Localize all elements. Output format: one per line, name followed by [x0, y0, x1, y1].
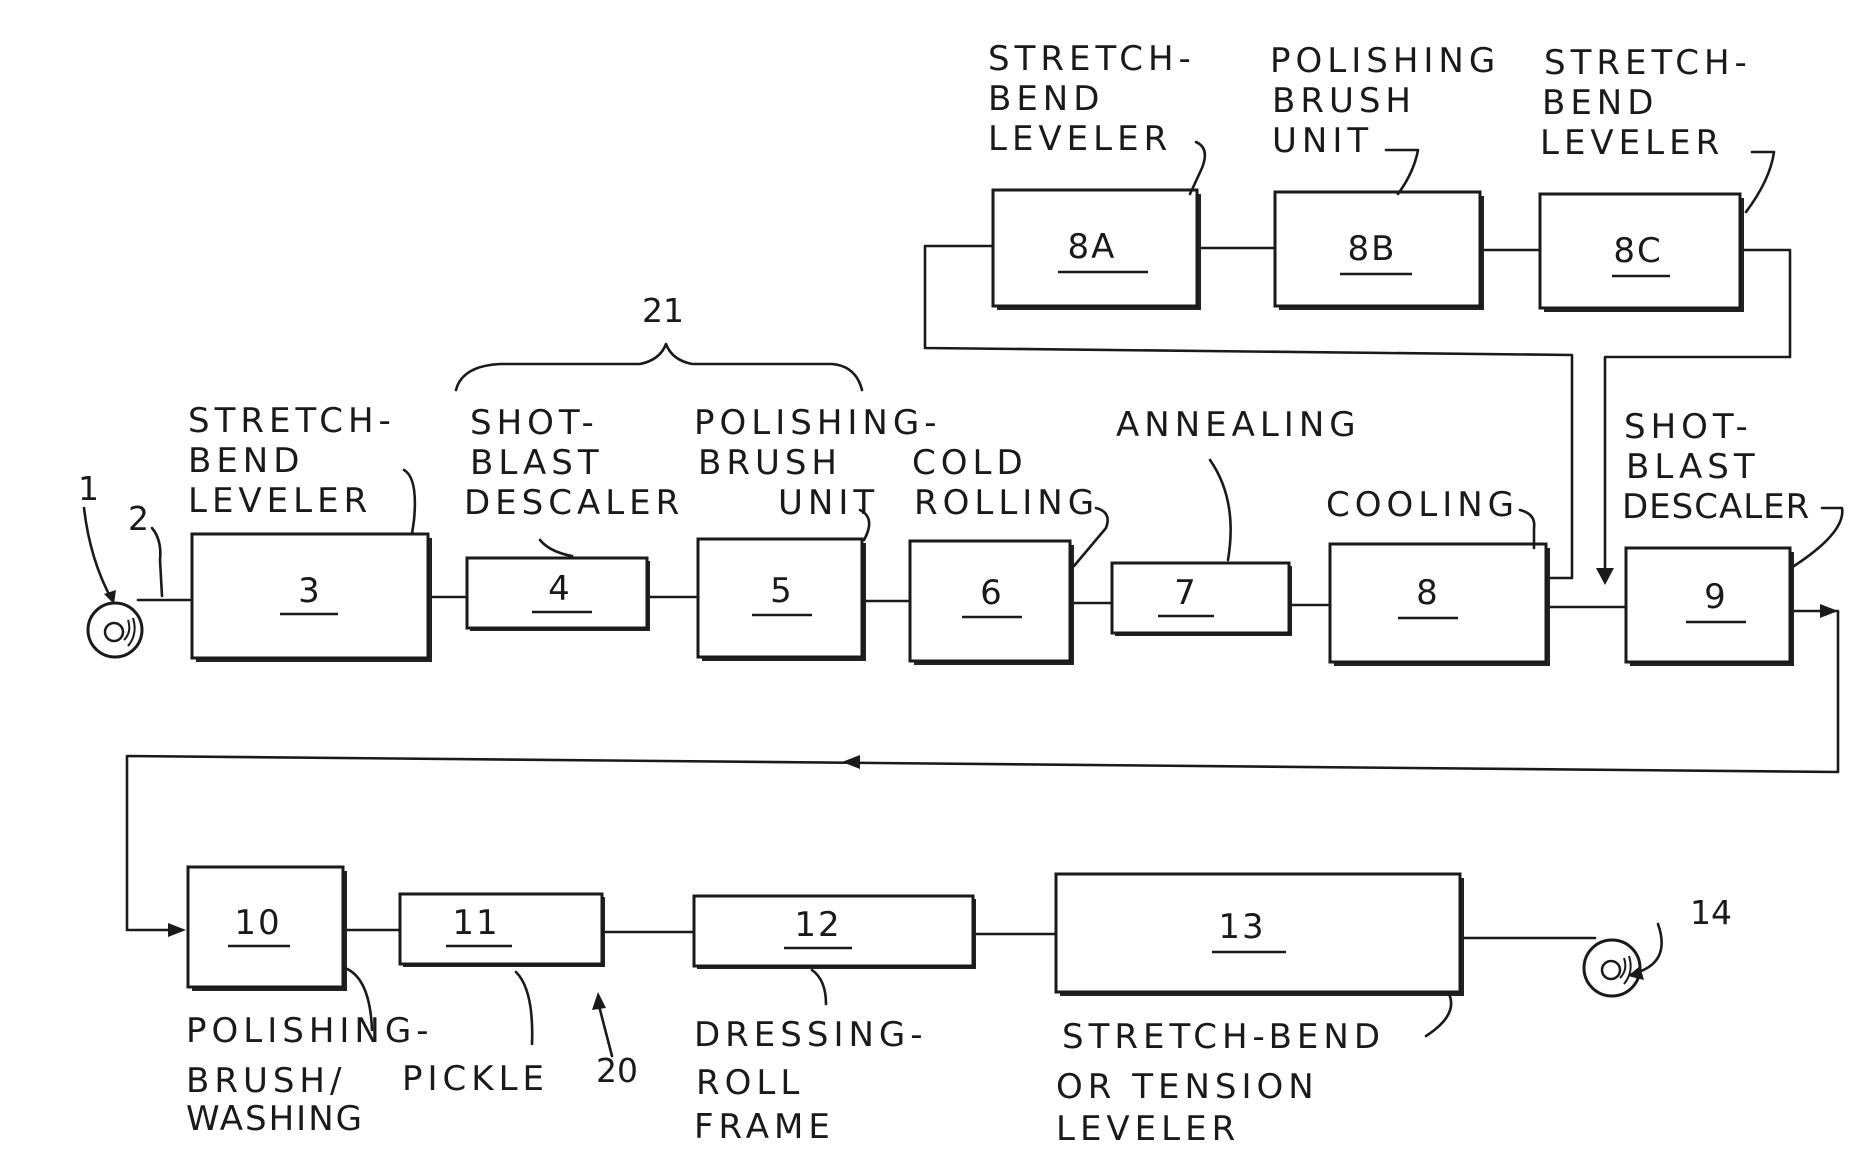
unit-number-8b: 8b: [1348, 229, 1397, 269]
group-brace: [456, 344, 862, 390]
label-8c-line-2: BEND: [1542, 83, 1658, 123]
unit-number-7: 7: [1174, 573, 1198, 613]
unit-number-8a: 8a: [1068, 227, 1117, 267]
label-5-line-2: BRUSH: [698, 443, 842, 483]
ref-pickle-outlet: 20: [596, 1051, 638, 1090]
label-4-line-2: BLAST: [470, 443, 604, 483]
label-13-line-2: OR TENSION: [1056, 1067, 1319, 1107]
ref-group: 21: [642, 291, 684, 330]
unit-box-3: 3: [192, 534, 432, 662]
coil-out-icon: [1584, 940, 1640, 996]
ref-coil-in: 1: [78, 469, 99, 508]
label-3-line-2: BEND: [188, 441, 304, 481]
label-8c-line-3: LEVELER: [1540, 123, 1724, 163]
label-9-line-3: DESCALER: [1622, 487, 1810, 527]
unit-box-11: 11: [400, 894, 605, 967]
label-13-line-1: STRETCH-BEND: [1062, 1017, 1385, 1057]
label-5-line-1: POLISHING-: [694, 403, 941, 443]
label-12-line-3: FRAME: [694, 1107, 835, 1147]
label-5-line-3: UNIT: [778, 483, 879, 523]
unit-number-10: 10: [234, 903, 281, 943]
unit-number-3: 3: [298, 571, 322, 611]
unit-box-7: 7: [1112, 563, 1292, 636]
unit-box-12: 12: [694, 896, 976, 969]
unit-number-11: 11: [452, 903, 499, 943]
label-6-line-1: COLD: [912, 443, 1028, 483]
label-4-line-3: DESCALER: [464, 483, 684, 523]
label-8b-line-2: BRUSH: [1272, 81, 1416, 121]
unit-box-13: 13: [1056, 874, 1464, 996]
unit-box-9: 9: [1626, 548, 1794, 666]
unit-box-8a: 8a: [993, 190, 1201, 310]
arrowhead-into-10: [168, 923, 186, 937]
arrowhead-return-line: [842, 755, 860, 769]
unit-number-13: 13: [1218, 907, 1265, 947]
unit-number-8c: 8c: [1613, 231, 1662, 271]
unit-box-10: 10: [188, 867, 347, 991]
label-11-line-1: PICKLE: [402, 1059, 549, 1099]
arrowhead-out-of-9: [1820, 604, 1838, 618]
label-8a-line-3: LEVELER: [988, 119, 1172, 159]
label-12-line-1: DRESSING-: [694, 1015, 928, 1055]
label-8b-line-3: UNIT: [1272, 121, 1373, 161]
label-10-line-1: POLISHING-: [186, 1011, 433, 1051]
unit-number-5: 5: [770, 571, 794, 611]
arrowhead-into-9: [1596, 568, 1614, 585]
label-8a-line-1: STRETCH-: [988, 39, 1196, 79]
label-4-line-1: SHOT-: [470, 403, 599, 443]
label-8a-line-2: BEND: [988, 79, 1104, 119]
unit-box-8: 8: [1330, 544, 1550, 666]
unit-box-6: 6: [910, 541, 1074, 665]
ref-strip: 2: [128, 499, 149, 538]
label-7-line-1: ANNEALING: [1116, 405, 1361, 445]
label-8b-line-1: POLISHING: [1270, 41, 1500, 81]
unit-box-8b: 8b: [1275, 192, 1484, 310]
label-9-line-1: SHOT-: [1624, 407, 1753, 447]
unit-box-8c: 8c: [1540, 194, 1744, 312]
ref-coil-out: 14: [1690, 893, 1732, 932]
unit-box-5: 5: [698, 539, 866, 661]
label-6-line-2: ROLLING: [914, 483, 1099, 523]
unit-number-12: 12: [794, 905, 841, 945]
unit-box-4: 4: [467, 558, 650, 631]
label-8-line-1: COOLING: [1326, 485, 1519, 525]
label-12-line-2: ROLL: [696, 1063, 804, 1103]
coil-in-icon: [88, 603, 142, 657]
unit-number-4: 4: [548, 569, 572, 609]
unit-number-8: 8: [1416, 573, 1440, 613]
label-8c-line-1: STRETCH-: [1544, 43, 1752, 83]
label-10-line-3: WASHING: [186, 1099, 364, 1139]
label-13-line-3: LEVELER: [1056, 1109, 1240, 1149]
label-9-line-2: BLAST: [1626, 447, 1760, 487]
label-10-line-2: BRUSH/: [186, 1061, 346, 1101]
label-3-line-1: STRETCH-: [188, 401, 396, 441]
unit-number-9: 9: [1704, 577, 1728, 617]
unit-number-6: 6: [980, 573, 1004, 613]
label-3-line-3: LEVELER: [188, 481, 372, 521]
